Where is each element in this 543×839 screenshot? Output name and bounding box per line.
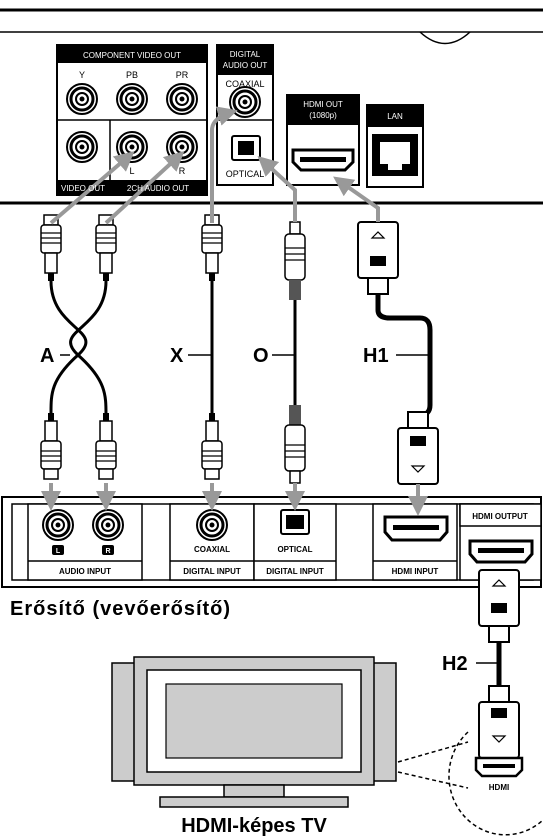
digital-input-2-label: DIGITAL INPUT [266, 567, 324, 576]
hdmi-output-label: HDMI OUTPUT [472, 512, 528, 521]
l-badge: L [56, 548, 61, 555]
audio-input-label: AUDIO INPUT [59, 567, 111, 576]
pr-label: PR [176, 70, 189, 80]
coaxial-out-label: COAXIAL [225, 79, 264, 89]
cable-label-o: O [253, 345, 269, 367]
cable-o [284, 221, 306, 484]
optical-out-label: OPTICAL [226, 169, 265, 179]
hdmi-input-label: HDMI INPUT [392, 567, 439, 576]
cable-label-a: A [40, 345, 54, 367]
digital-audio-out-line2: AUDIO OUT [223, 61, 268, 70]
pb-label: PB [126, 70, 138, 80]
cable-a [40, 214, 117, 480]
tv-hdmi-callout [397, 731, 543, 836]
hdmi-out-line2: (1080p) [309, 111, 337, 120]
hdmi-out-line1: HDMI OUT [303, 100, 343, 109]
cable-h2 [478, 569, 520, 759]
cable-label-h1: H1 [363, 345, 389, 367]
r-badge: R [105, 548, 110, 555]
cable-x [201, 214, 223, 480]
component-title: COMPONENT VIDEO OUT [83, 51, 181, 60]
tv-hdmi-port-label: HDMI [489, 783, 509, 792]
amp-coaxial-label: COAXIAL [194, 545, 230, 554]
cable-label-x: X [170, 345, 184, 367]
tv-illustration [111, 656, 397, 808]
cable-label-h2: H2 [442, 653, 468, 675]
lan-label: LAN [387, 112, 403, 121]
cable-h1 [357, 221, 439, 485]
amp-optical-label: OPTICAL [277, 545, 312, 554]
digital-audio-out-line1: DIGITAL [230, 50, 261, 59]
r-label: R [179, 166, 186, 176]
y-label: Y [79, 70, 85, 80]
audio-out-label: 2CH AUDIO OUT [127, 184, 189, 193]
video-out-label: VIDEO OUT [61, 184, 105, 193]
connection-arrows [41, 106, 428, 516]
tv-caption: HDMI-képes TV [181, 815, 327, 837]
l-label: L [129, 166, 134, 176]
label-leaders [60, 354, 499, 664]
digital-input-1-label: DIGITAL INPUT [183, 567, 241, 576]
amplifier-panel [1, 496, 542, 588]
player-rear-panel [0, 8, 543, 205]
amplifier-caption: Erősítő (vevőerősítő) [10, 598, 231, 620]
